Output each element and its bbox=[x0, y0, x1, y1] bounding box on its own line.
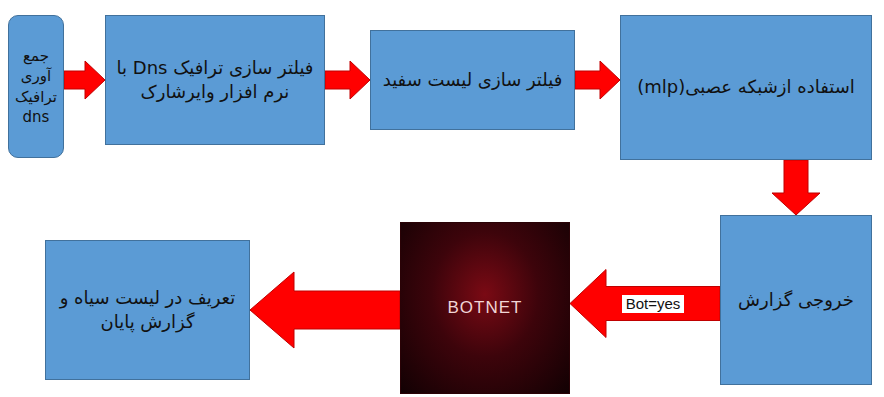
block-arrow bbox=[575, 61, 620, 99]
block-arrow bbox=[570, 270, 720, 338]
box-text: خروجی گزارش bbox=[738, 288, 854, 312]
process-box: تعریف در لیست سیاه و گزارش پایان bbox=[45, 240, 250, 380]
edge-label: Bot=yes bbox=[622, 295, 685, 313]
block-arrow bbox=[325, 61, 370, 99]
process-box: خروجی گزارش bbox=[720, 215, 872, 385]
box-text: فیلتر سازی لیست سفید bbox=[383, 68, 563, 92]
box-text: تعریف در لیست سیاه و گزارش پایان bbox=[54, 286, 241, 335]
box-text: فیلتر سازی ترافیک Dns با نرم افزار وایرش… bbox=[114, 56, 316, 105]
box-text: BOTNET bbox=[448, 297, 523, 320]
block-arrow bbox=[772, 160, 820, 215]
block-arrow bbox=[64, 61, 105, 99]
botnet-image: BOTNET bbox=[400, 222, 570, 394]
box-text: استفاده ازشبکه عصبی(mlp) bbox=[637, 75, 855, 99]
block-arrow bbox=[250, 272, 400, 348]
process-box: فیلتر سازی ترافیک Dns با نرم افزار وایرش… bbox=[105, 15, 325, 145]
box-text: جمع آوری ترافیک dns bbox=[15, 46, 57, 127]
process-box: جمع آوری ترافیک dns bbox=[8, 15, 64, 158]
process-box: استفاده ازشبکه عصبی(mlp) bbox=[620, 15, 872, 160]
process-box: فیلتر سازی لیست سفید bbox=[370, 30, 575, 130]
